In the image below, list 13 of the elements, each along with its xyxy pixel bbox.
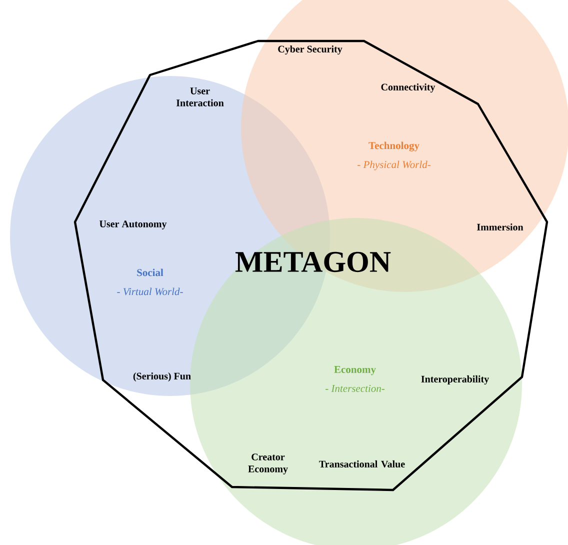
vertex-label: User Autonomy bbox=[100, 220, 167, 230]
vertex-label: (Serious) Fun bbox=[133, 372, 191, 382]
vertex-label: User Interaction bbox=[176, 88, 224, 106]
circle-label: Social - Virtual World- bbox=[117, 268, 183, 296]
vertex-label: Interoperability bbox=[421, 375, 489, 385]
vertex-label: Cyber Security bbox=[278, 45, 342, 55]
vertex-label: Creator Economy bbox=[248, 454, 288, 474]
vertex-label: Transactional Value bbox=[319, 460, 405, 468]
vertex-label: Immersion bbox=[477, 223, 524, 230]
circle-label: Economy - Intersection- bbox=[326, 366, 385, 392]
circle-label: Technology - Physical World- bbox=[358, 142, 430, 170]
vertex-label: Connectivity bbox=[381, 83, 436, 93]
title: METAGON bbox=[235, 252, 391, 272]
